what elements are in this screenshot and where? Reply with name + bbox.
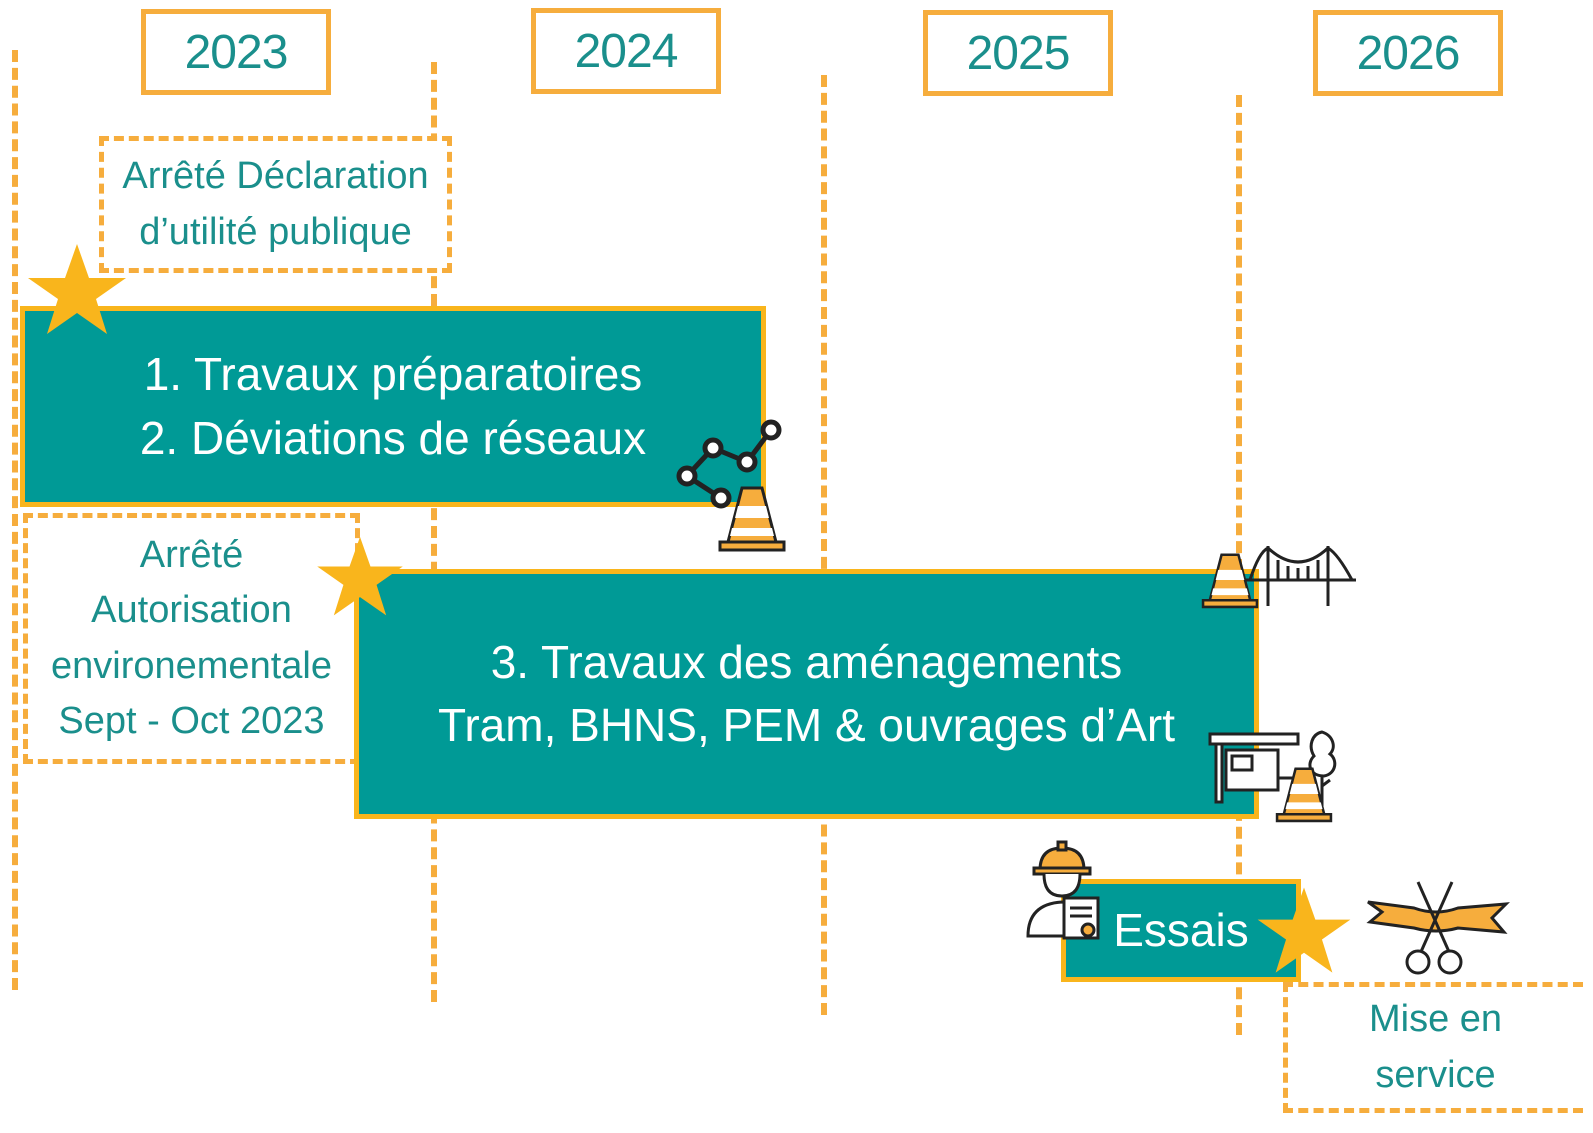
scissors-ribbon-icon (1366, 881, 1510, 975)
year-2024: 2024 (531, 8, 721, 94)
phase-preparatory: 1. Travaux préparatoires 2. Déviations d… (20, 306, 766, 507)
timeline-divider-2024-2025 (821, 75, 827, 1015)
star-icon (1257, 887, 1351, 973)
star-icon (28, 244, 126, 334)
traffic-cone-icon (718, 486, 786, 552)
network-icon (676, 419, 782, 509)
milestone-env-line4: Sept - Oct 2023 (58, 699, 325, 742)
bus-shelter-icon (1208, 732, 1300, 804)
star-icon (317, 536, 403, 616)
milestone-env-line1: Arrêté (139, 534, 244, 577)
milestone-commissioning: Mise en service (1283, 982, 1583, 1113)
phase-development-line1: 3. Travaux des aménagements (490, 635, 1123, 688)
milestone-dup-line1: Arrêté Déclaration (122, 155, 429, 198)
bridge-icon (1246, 546, 1356, 606)
traffic-cone-icon (1201, 553, 1259, 609)
milestone-dup: Arrêté Déclaration d’utilité publique (99, 136, 452, 273)
traffic-cone-icon (1275, 767, 1333, 823)
phase-preparatory-line2: 2. Déviations de réseaux (139, 411, 647, 464)
phase-preparatory-line1: 1. Travaux préparatoires (143, 348, 643, 401)
milestone-dup-line2: d’utilité publique (139, 210, 412, 253)
milestone-environment: Arrêté Autorisation environementale Sept… (23, 513, 360, 764)
timeline-divider-start (12, 50, 18, 990)
milestone-commissioning-line1: Mise en (1368, 998, 1503, 1041)
tree-icon (1308, 730, 1337, 806)
year-2025: 2025 (923, 10, 1113, 96)
timeline-divider-2023-2024 (431, 62, 437, 1002)
milestone-env-line2: Autorisation (91, 589, 292, 632)
milestone-env-line3: environementale (51, 644, 332, 687)
phase-tests-label: Essais (1113, 903, 1249, 956)
phase-tests: Essais (1061, 879, 1301, 982)
year-2026: 2026 (1313, 10, 1503, 96)
phase-development: 3. Travaux des aménagements Tram, BHNS, … (354, 569, 1259, 819)
worker-icon (1026, 840, 1100, 940)
milestone-commissioning-line2: service (1375, 1053, 1496, 1096)
phase-development-line2: Tram, BHNS, PEM & ouvrages d’Art (437, 699, 1176, 751)
year-2023: 2023 (141, 9, 331, 95)
